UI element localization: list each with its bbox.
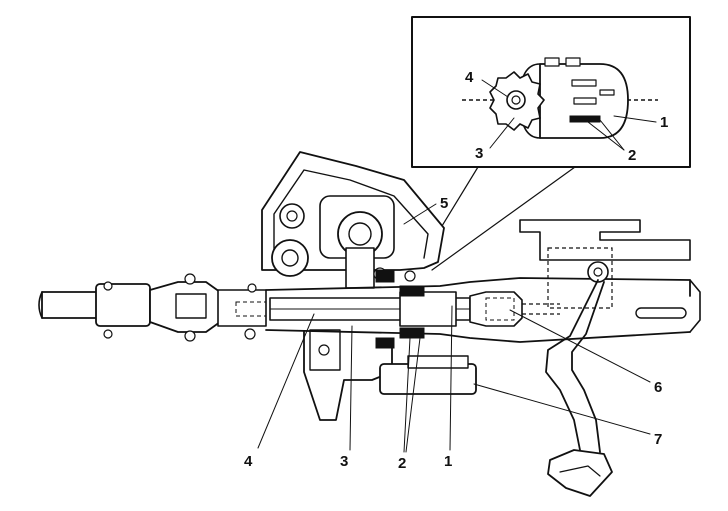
joint-cross: [175, 293, 207, 319]
callout-1: 1: [444, 453, 452, 470]
callout-2: 2: [398, 455, 406, 472]
ecu-block-top: [407, 355, 469, 369]
inset-slot: [565, 57, 581, 67]
leader-6: [509, 309, 651, 383]
tilt-lever-right: [571, 281, 605, 453]
inset-callout-3: 3: [475, 145, 483, 162]
joint-cap: [184, 273, 196, 285]
tilt-pivot-hole: [593, 267, 603, 277]
joint-cap: [184, 330, 196, 342]
motor-housing-inner: [273, 169, 429, 263]
leader-1: [449, 305, 453, 451]
housing-bolt: [404, 270, 416, 282]
inset-ball-row: [569, 115, 601, 123]
torsion-bar-sleeve: [399, 291, 457, 327]
column-slot: [635, 307, 687, 319]
intermediate-shaft: [41, 291, 105, 319]
callout-4: 4: [244, 453, 253, 470]
inset-leader-4: [481, 79, 509, 98]
inset-leader-2b: [599, 119, 625, 151]
column-tube-bottom: [265, 329, 691, 343]
leader-5: [403, 203, 437, 225]
tilt-lever-hidden: [547, 247, 613, 309]
inset-leader-1: [613, 115, 657, 123]
callout-5: 5: [440, 195, 448, 212]
leader-7: [473, 383, 651, 435]
bearing-lower: [375, 337, 395, 349]
callout-3: 3: [340, 453, 348, 470]
main-assembly: 5 6 7 4 3 2 1: [38, 151, 701, 497]
yoke-hidden: [235, 301, 267, 317]
inset-callout-4: 4: [465, 69, 474, 86]
yoke-bolt: [103, 281, 113, 291]
grip-edge: [559, 465, 601, 477]
housing-bolt: [318, 344, 330, 356]
leader-4: [257, 313, 315, 449]
leader-3: [349, 325, 353, 451]
worm-gear-left-hub: [281, 249, 299, 267]
inset-detail: 4 3 1 2: [411, 16, 691, 271]
inset-callout-2: 2: [628, 147, 636, 164]
yoke-bolt: [247, 283, 257, 293]
inset-slot: [573, 97, 597, 105]
housing-boss-hole: [286, 210, 298, 222]
inset-shaft-bore: [511, 95, 521, 105]
tilt-lever-grip: [547, 449, 613, 497]
shaft-end-cut: [38, 291, 43, 319]
inset-leader-right: [431, 166, 576, 271]
gear-column: [345, 247, 375, 289]
leader-2b: [405, 337, 421, 453]
bearing-upper: [375, 269, 395, 283]
column-end: [689, 279, 701, 333]
upper-bracket: [519, 219, 691, 261]
inset-slot: [599, 89, 615, 96]
worm-gear-main-hub: [348, 222, 372, 246]
inset-slot: [571, 79, 597, 87]
coupling-hidden: [485, 297, 515, 321]
callout-6: 6: [654, 379, 662, 396]
inset-callout-1: 1: [660, 114, 668, 131]
shaft-coupling: [469, 291, 523, 327]
inset-frame: [411, 16, 691, 168]
tilt-lever-left: [545, 279, 599, 451]
inset-slot: [544, 57, 560, 67]
leader-2a: [403, 337, 411, 453]
yoke-bolt: [244, 328, 256, 340]
bearing-top: [399, 285, 425, 297]
yoke-left: [95, 283, 151, 327]
yoke-right: [217, 289, 267, 327]
inset-leader-2a: [587, 121, 625, 151]
inset-leader-3: [489, 117, 515, 149]
bearing-bottom: [399, 327, 425, 339]
yoke-bolt: [103, 329, 113, 339]
callout-7: 7: [654, 431, 662, 448]
